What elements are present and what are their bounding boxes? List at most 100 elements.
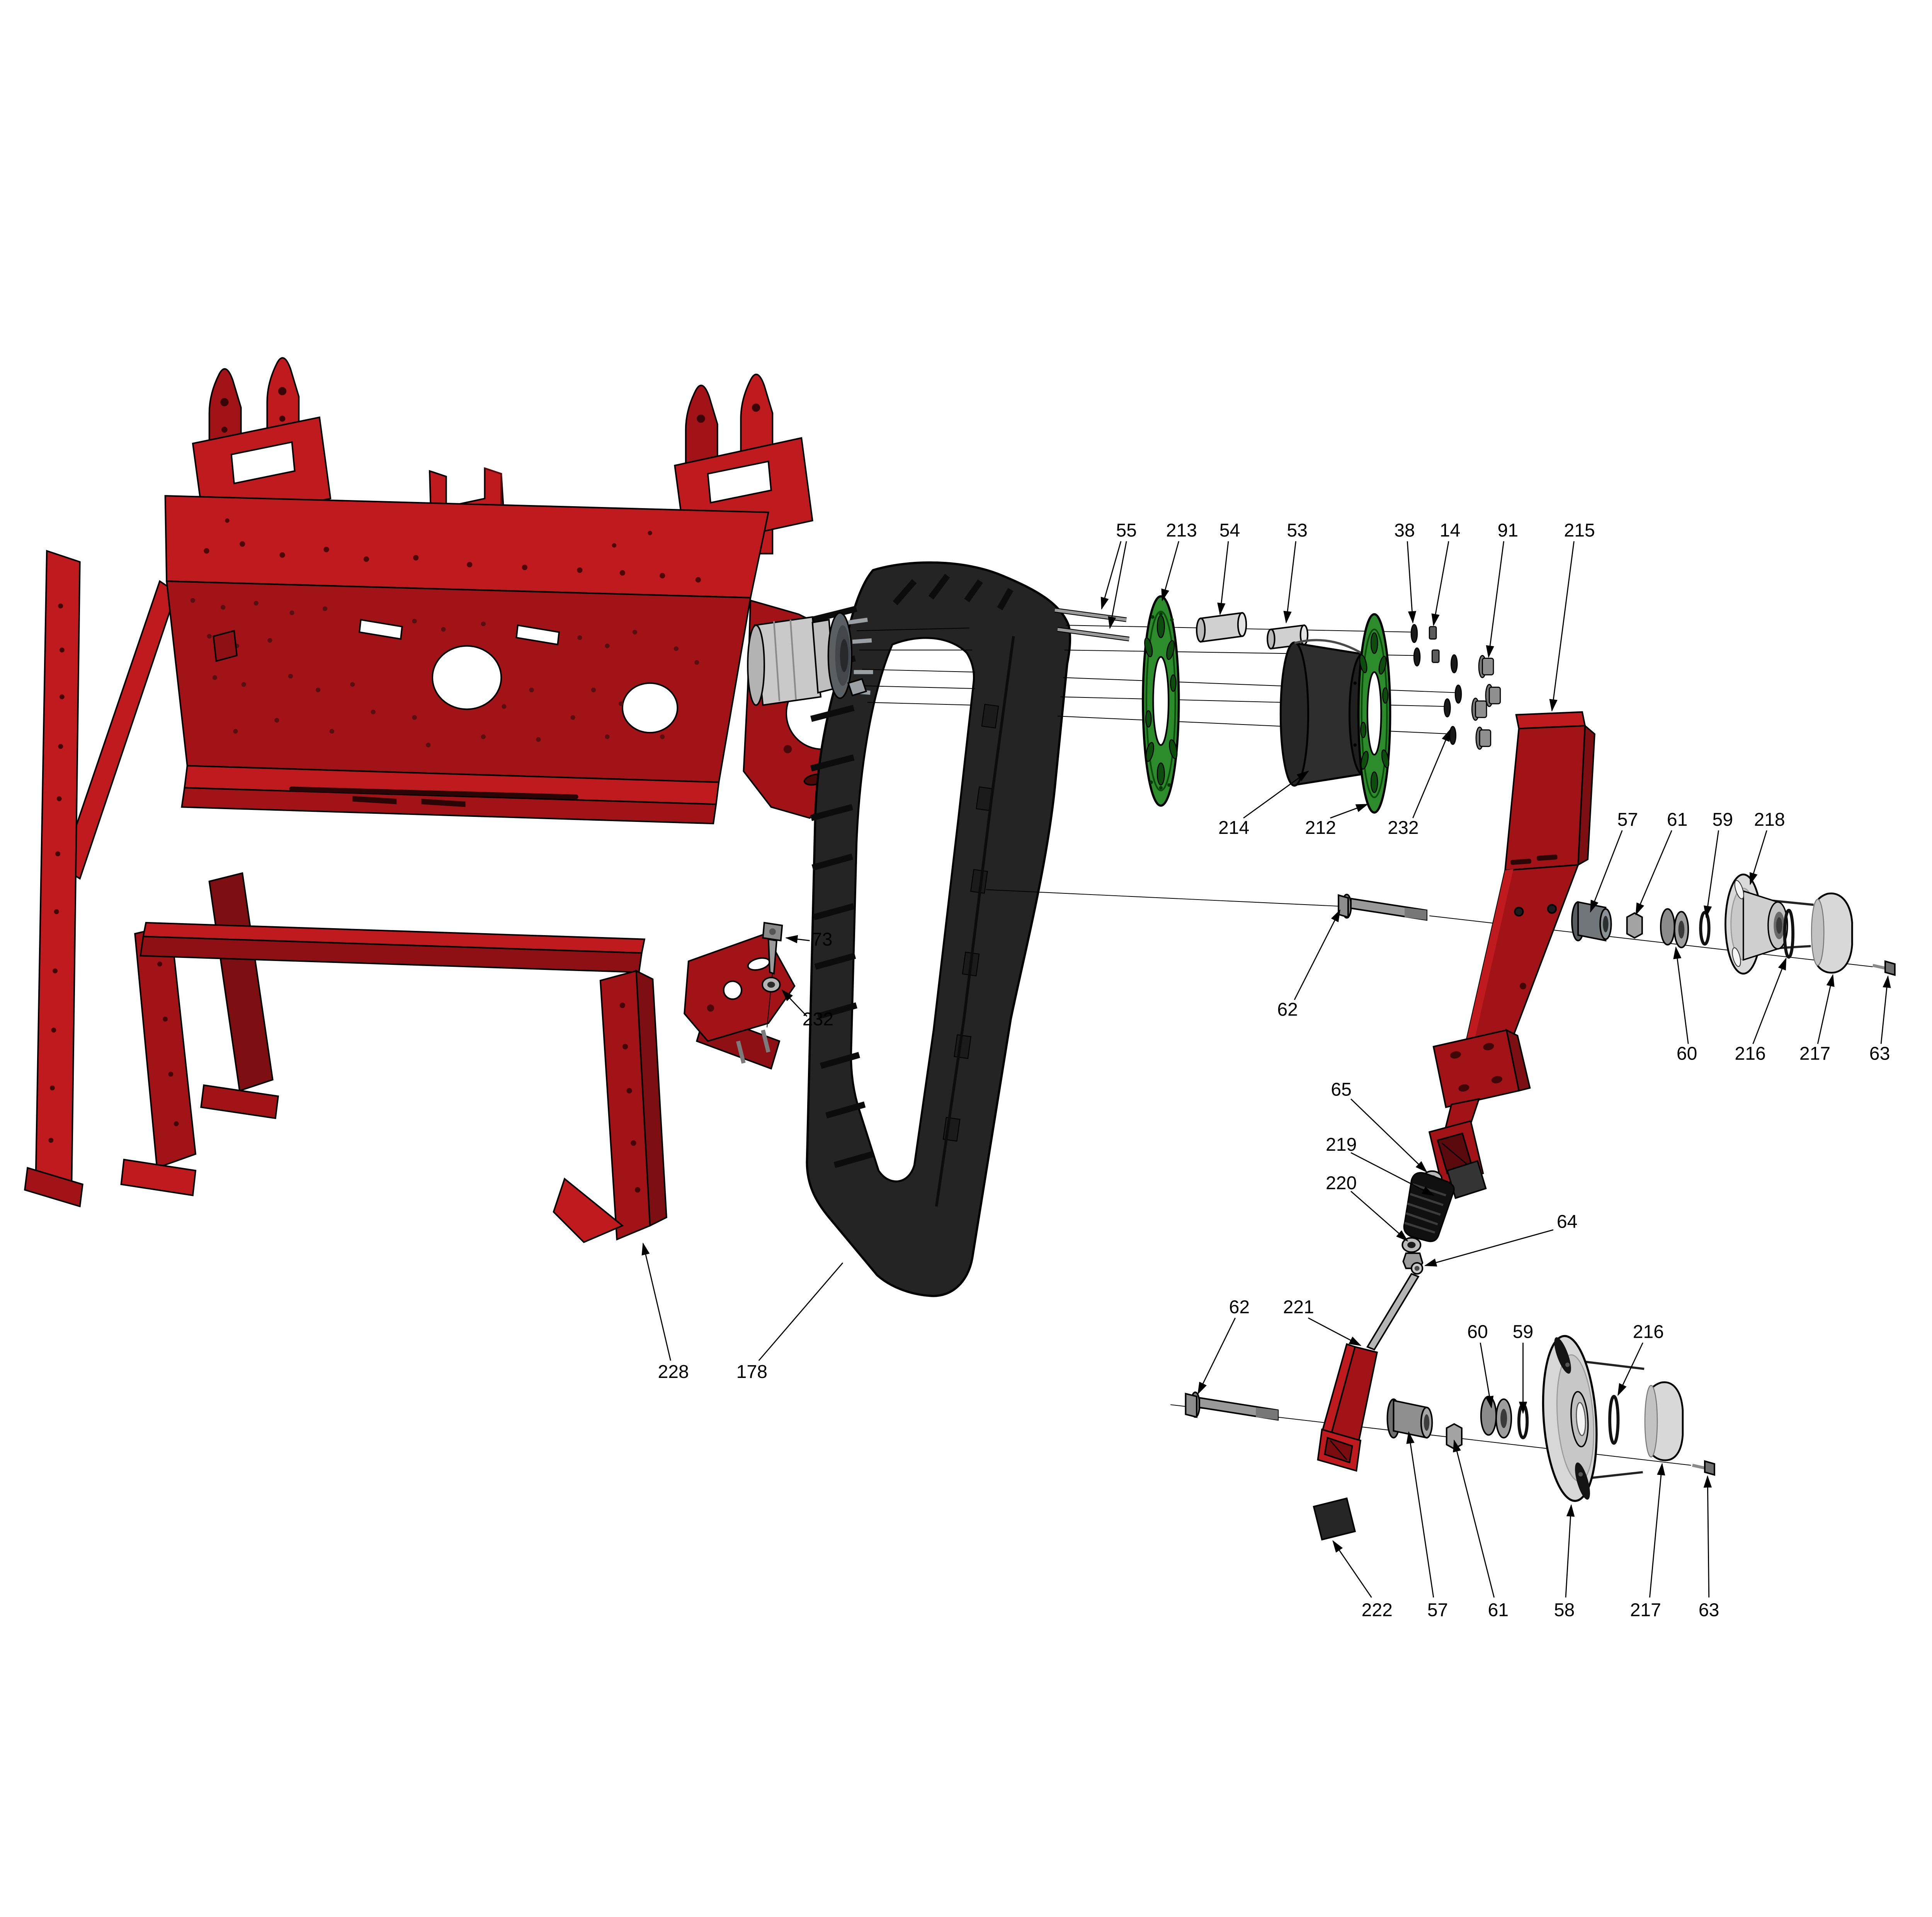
frame-right-leg [599,970,651,1241]
leader-line-1 [1108,541,1127,629]
part-label-212-9: 212 [1305,817,1336,838]
sprocket-212 [1357,613,1391,814]
leader-line-10 [1330,804,1369,819]
part-label-222-33: 222 [1362,1599,1393,1620]
rubber-track [806,561,1071,1297]
part-label-215-7: 215 [1564,520,1595,541]
bearings-60-bottom [1480,1395,1512,1439]
tension-rod [1366,1273,1420,1351]
frame-step-slot-2 [421,799,466,807]
frame-panel-big-hole [432,645,502,710]
leader-line-16 [785,935,810,944]
leader-line-4 [1283,541,1296,624]
frame-left-mid-foot [200,1084,279,1119]
oring-216-bottom [1608,1395,1620,1445]
leader-line-5 [1406,541,1417,624]
idler-assembly-bottom [1386,1335,1715,1502]
part-label-62-26: 62 [1229,1296,1250,1317]
leader-line-35 [1406,1431,1434,1598]
part-label-60-18: 60 [1677,1043,1697,1064]
part-label-221-27: 221 [1283,1296,1314,1317]
arm-mid-bar [1463,864,1580,1053]
track-inner-edge-line [935,636,1015,1207]
part-label-232-16: 232 [803,1009,833,1030]
hardware-cluster [1410,624,1501,750]
motor-bore [840,639,849,672]
frame-bracket-hole-small [707,1004,714,1012]
part-label-63-21: 63 [1869,1043,1890,1064]
leader-line-29 [1480,1342,1494,1409]
frame-panel-slot-1 [358,619,403,640]
arm-hole-2 [1547,904,1557,914]
grease-fitting-hole [1414,1266,1420,1271]
motor-left-cap [747,624,765,706]
leader-line-26 [1424,1229,1554,1267]
track-frame-arm-215 [1428,711,1595,1199]
leader-line-11 [1412,729,1451,818]
arm-upper-block [1504,725,1586,871]
leader-line-22 [1880,975,1891,1044]
axle-bolt-62-bottom [1185,1391,1279,1421]
frame-panel-tab [213,629,238,662]
part-label-216-19: 216 [1735,1043,1765,1064]
idler-assembly-top [1571,873,1896,976]
arm-mid-lip [1464,869,1514,1052]
leader-line-18 [1294,909,1340,1000]
pad-222 [1313,1497,1356,1541]
stud-bottom-1 [1575,1359,1645,1370]
arm-lower-plate [1432,1029,1520,1108]
part-label-63-38: 63 [1699,1599,1719,1620]
part-label-219-23: 219 [1326,1134,1357,1155]
leader-line-33 [758,1262,844,1361]
part-label-216-30: 216 [1633,1322,1664,1342]
part-label-60-28: 60 [1467,1322,1488,1342]
leader-line-28 [1308,1317,1362,1346]
leader-line-17 [781,989,808,1017]
leader-line-12 [1590,830,1623,913]
washers-38 [1410,624,1462,745]
part-label-228-31: 228 [658,1361,689,1382]
washer-220-hole [1407,1242,1416,1248]
frame-step-long-slot [289,786,578,799]
axis-lines [767,625,1873,1466]
cap-217-top [1811,892,1853,974]
part-label-214-8: 214 [1218,817,1249,838]
track-tread-bars [810,573,1014,1168]
nuts-14 [1429,626,1440,663]
part-label-213-1: 213 [1166,520,1197,541]
part-label-218-14: 218 [1754,809,1785,830]
nut-61-top [1626,912,1643,939]
part-label-38-4: 38 [1394,520,1415,541]
frame-left-front-foot [120,1158,197,1196]
part-label-217-20: 217 [1799,1043,1830,1064]
frame-wing-hole-2 [783,745,792,754]
leader-line-25 [1350,1191,1408,1242]
part-label-64-25: 64 [1557,1211,1578,1232]
arm-plate-holes [1450,1043,1502,1092]
frame-right-leg-gusset [553,1177,624,1243]
part-label-57-34: 57 [1427,1599,1448,1620]
screw-63-bottom [1692,1460,1715,1476]
sprocket-213 [1142,595,1180,807]
arm-slot-1 [1510,859,1531,865]
frame-deck-holes [204,518,701,583]
arm-hole-1 [1514,907,1524,917]
arm-slot-2 [1537,854,1558,861]
part-label-65-22: 65 [1331,1079,1352,1100]
idler-wheel-218 [1725,873,1788,975]
leader-line-9 [1243,771,1309,819]
leader-line-13 [1635,830,1672,916]
tension-spring-group [1366,1170,1455,1351]
flange-nuts-91 [1471,655,1501,750]
frame-step-slot-1 [352,796,397,805]
idler-wheel-58 [1542,1335,1598,1502]
frame-right-leg-holes [619,1002,641,1193]
washer-232-hole [767,981,775,988]
frame-left-rail-holes [48,603,65,1143]
leader-line-8 [1549,541,1575,712]
part-label-178-32: 178 [736,1361,767,1382]
part-label-54-2: 54 [1219,520,1240,541]
nut-61-bottom [1446,1423,1463,1450]
